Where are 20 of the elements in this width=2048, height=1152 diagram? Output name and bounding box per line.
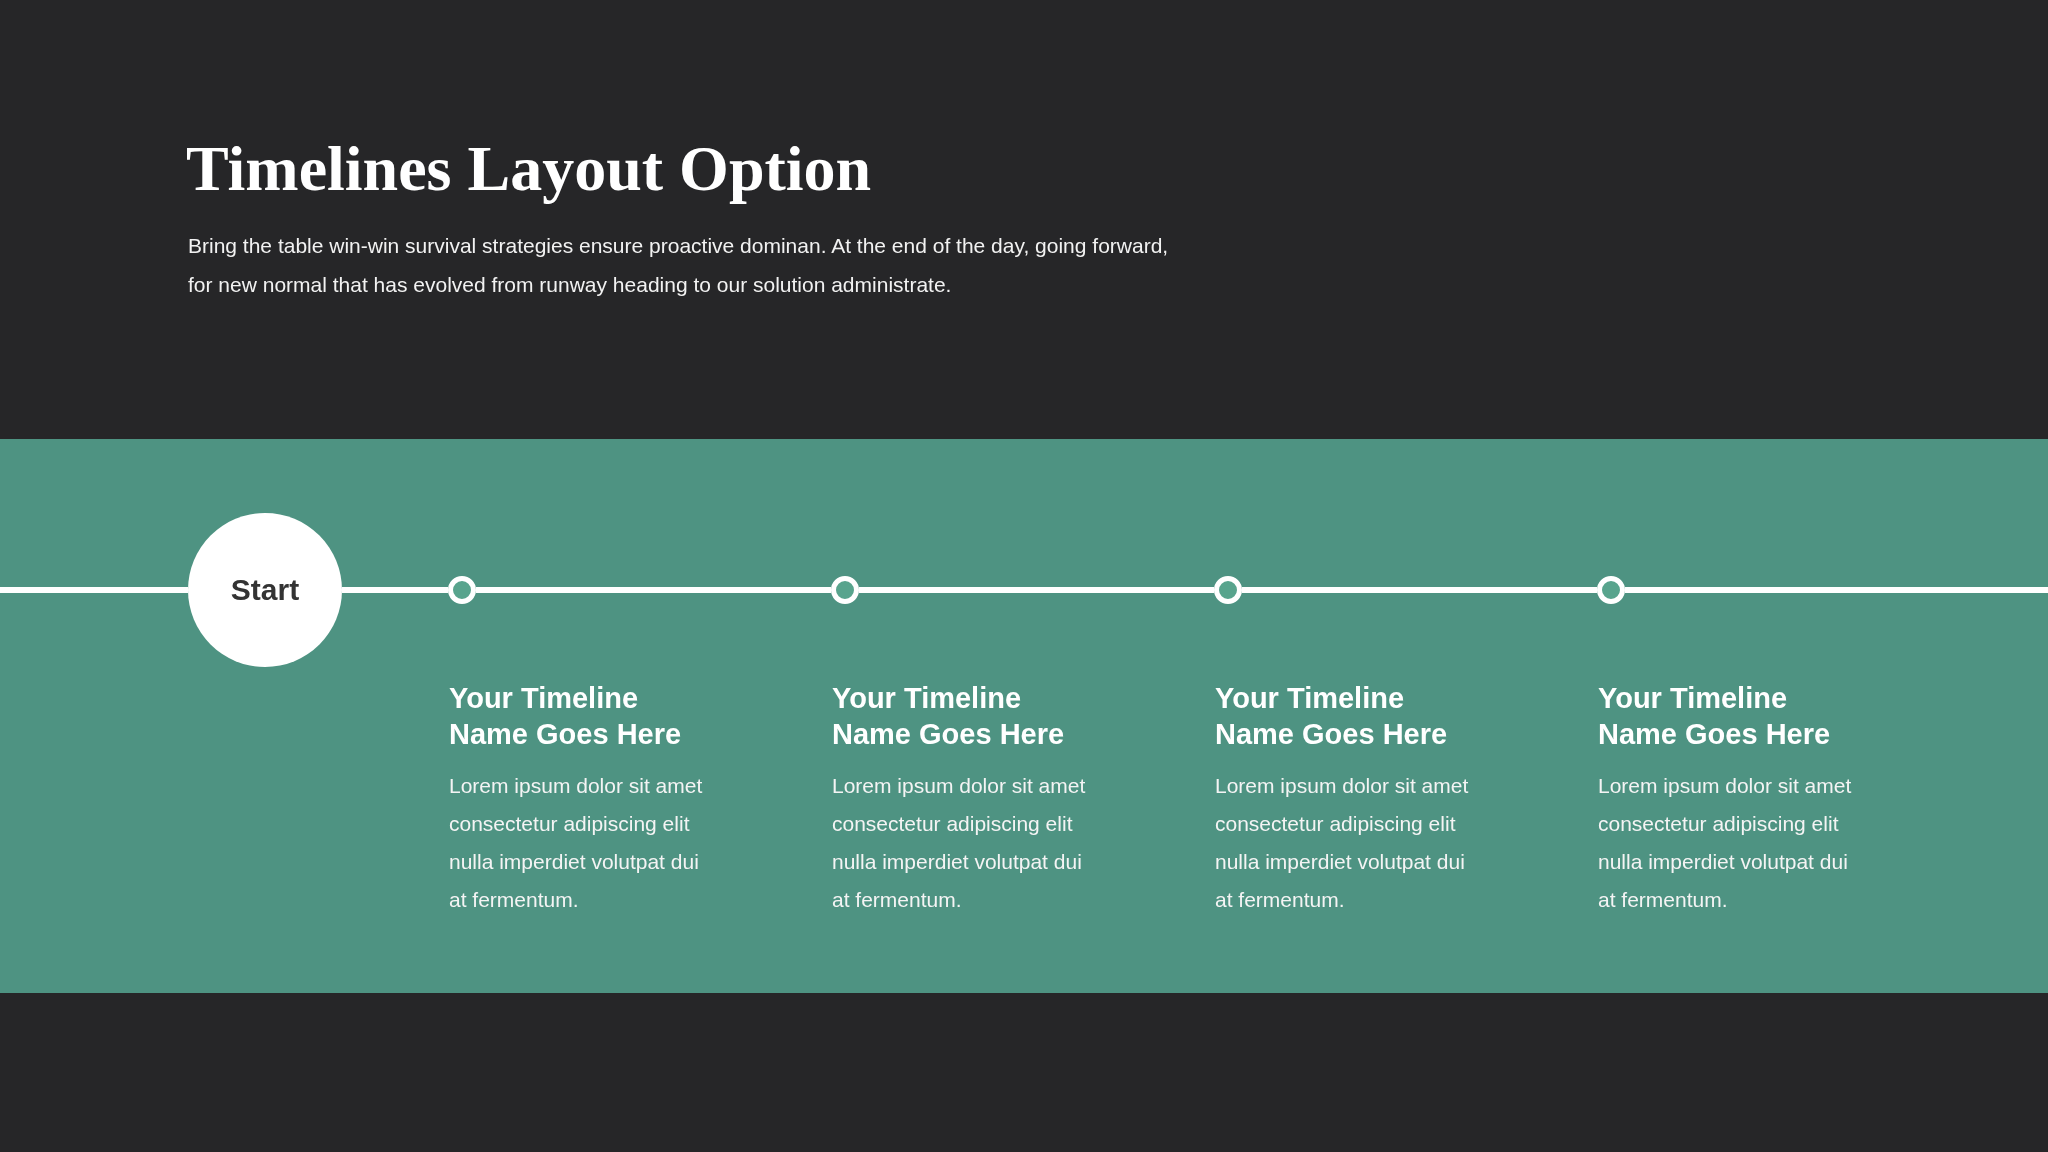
milestone-dot	[1597, 576, 1625, 604]
timeline-line	[342, 587, 448, 593]
milestone-heading: Your Timeline Name Goes Here	[1215, 681, 1449, 752]
milestone-heading: Your Timeline Name Goes Here	[449, 681, 683, 752]
start-circle: Start	[188, 513, 342, 667]
description-text: Bring the table win-win survival strategies ensure proactive dominan. At the end of the day, going forward, for new normal that has evolved from runway heading to our solution administrate.	[188, 233, 1170, 298]
timeline-line	[1625, 587, 2048, 593]
timeline-line	[0, 587, 188, 593]
milestone-heading: Your Timeline Name Goes Here	[1598, 681, 1832, 752]
milestone-heading: Your Timeline Name Goes Here	[832, 681, 1066, 752]
milestone-dot	[831, 576, 859, 604]
milestone-dot	[448, 576, 476, 604]
milestone-dot	[1214, 576, 1242, 604]
timeline-line	[476, 587, 831, 593]
milestone-description: Lorem ipsum dolor sit amet consectetur adipiscing elit nulla imperdiet volutpat dui at fermentum.	[449, 773, 704, 913]
milestone-description: Lorem ipsum dolor sit amet consectetur adipiscing elit nulla imperdiet volutpat dui at fermentum.	[832, 773, 1087, 913]
timeline-line	[1242, 587, 1597, 593]
timeline-line	[859, 587, 1214, 593]
milestone-description: Lorem ipsum dolor sit amet consectetur adipiscing elit nulla imperdiet volutpat dui at fermentum.	[1215, 773, 1470, 913]
milestone-description: Lorem ipsum dolor sit amet consectetur adipiscing elit nulla imperdiet volutpat dui at fermentum.	[1598, 773, 1853, 913]
